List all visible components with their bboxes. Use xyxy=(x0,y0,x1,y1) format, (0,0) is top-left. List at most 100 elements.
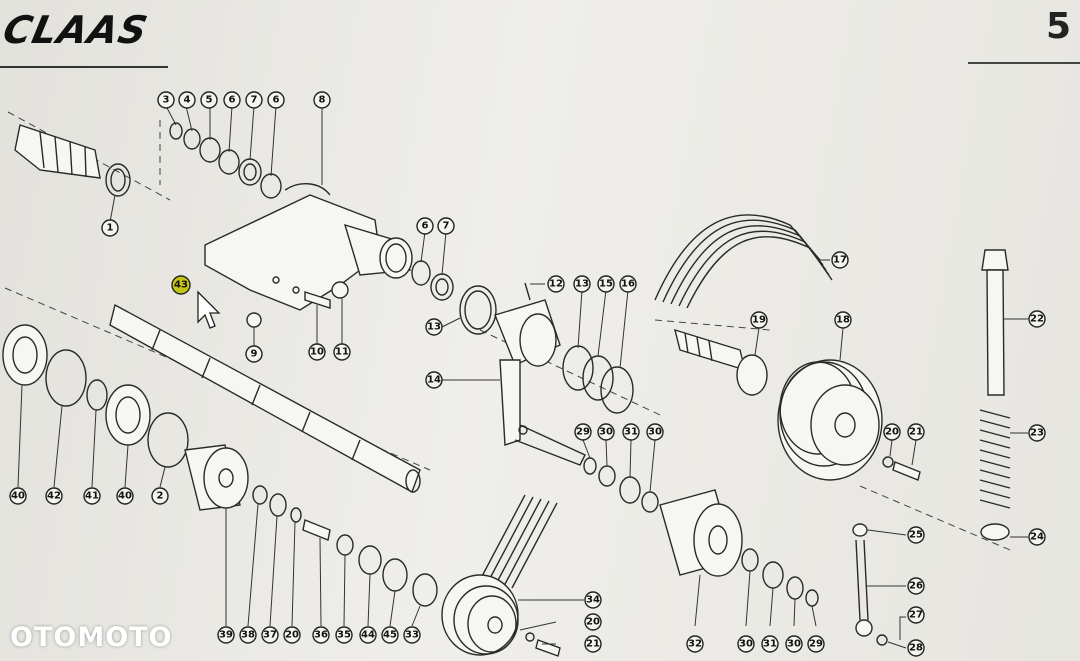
ring xyxy=(336,534,354,556)
bolt xyxy=(892,461,921,481)
tensioner-arm xyxy=(494,299,586,466)
svg-text:9: 9 xyxy=(251,349,258,360)
callout: 3 xyxy=(157,91,175,109)
ring xyxy=(269,493,287,517)
svg-text:4: 4 xyxy=(184,95,191,106)
callout: 30 xyxy=(646,423,664,441)
svg-text:40: 40 xyxy=(11,491,25,502)
svg-text:45: 45 xyxy=(383,630,397,641)
gear-housing xyxy=(204,183,413,311)
callout: 34 xyxy=(584,591,602,609)
bearing xyxy=(762,561,784,589)
bearing xyxy=(619,476,641,504)
bolt-head xyxy=(855,619,873,637)
v-belt-lower xyxy=(479,494,558,589)
ring xyxy=(411,260,431,286)
svg-text:31: 31 xyxy=(624,427,638,438)
svg-text:18: 18 xyxy=(836,315,850,326)
assembly-axis xyxy=(7,111,171,201)
callout: 18 xyxy=(834,311,852,329)
assembly-axis xyxy=(479,329,661,416)
svg-text:26: 26 xyxy=(909,581,923,592)
long-bolt xyxy=(855,539,869,621)
callout: 20 xyxy=(283,626,301,644)
callout: 25 xyxy=(907,526,925,544)
svg-text:34: 34 xyxy=(586,595,600,606)
svg-text:1: 1 xyxy=(107,223,114,234)
pulley-large xyxy=(777,359,883,481)
callout: 31 xyxy=(761,635,779,653)
svg-text:40: 40 xyxy=(118,491,132,502)
svg-text:2: 2 xyxy=(157,491,164,502)
callout: 20 xyxy=(883,423,901,441)
svg-text:31: 31 xyxy=(763,639,777,650)
washer xyxy=(882,456,894,468)
callout: 2 xyxy=(151,487,169,505)
callout: 30 xyxy=(737,635,755,653)
callout: 33 xyxy=(403,626,421,644)
callout: 28 xyxy=(907,639,925,657)
callout-highlighted: 43 xyxy=(171,275,191,295)
svg-text:30: 30 xyxy=(739,639,753,650)
callout: 5 xyxy=(200,91,218,109)
callout: 13 xyxy=(573,275,591,293)
callout: 39 xyxy=(217,626,235,644)
callout: 4 xyxy=(178,91,196,109)
callout: 19 xyxy=(750,311,768,329)
callout: 1 xyxy=(101,219,119,237)
ring xyxy=(582,355,614,401)
svg-text:7: 7 xyxy=(251,95,258,106)
callout: 27 xyxy=(907,606,925,624)
ring-2 xyxy=(147,412,189,468)
washer xyxy=(876,634,888,646)
watermark: OTOMOTO xyxy=(10,622,173,653)
callout: 15 xyxy=(597,275,615,293)
svg-text:21: 21 xyxy=(909,427,923,438)
svg-text:42: 42 xyxy=(47,491,61,502)
callout: 20 xyxy=(584,613,602,631)
svg-text:30: 30 xyxy=(648,427,662,438)
svg-text:19: 19 xyxy=(752,315,766,326)
v-belt xyxy=(654,214,833,309)
ring xyxy=(252,485,268,505)
svg-text:39: 39 xyxy=(219,630,233,641)
hub-39 xyxy=(184,444,249,511)
callout: 45 xyxy=(381,626,399,644)
pulley-shaft xyxy=(674,328,768,396)
pulley-lower xyxy=(441,574,519,656)
svg-text:22: 22 xyxy=(1030,314,1044,325)
ring xyxy=(741,548,759,572)
svg-text:6: 6 xyxy=(273,95,280,106)
callout: 12 xyxy=(547,275,565,293)
callout: 7 xyxy=(437,217,455,235)
grease-nipple xyxy=(524,282,531,301)
ring-large xyxy=(459,285,497,335)
spring-bolt-assembly xyxy=(979,249,1011,541)
svg-text:21: 21 xyxy=(586,639,600,650)
ring-large-inner xyxy=(464,290,492,330)
bearing-left-inner xyxy=(12,336,38,374)
assembly-axis xyxy=(654,319,771,331)
callout: 26 xyxy=(907,577,925,595)
ring xyxy=(805,589,819,607)
svg-text:3: 3 xyxy=(163,95,170,106)
svg-text:35: 35 xyxy=(337,630,351,641)
washer xyxy=(583,457,597,475)
callout: 30 xyxy=(785,635,803,653)
svg-text:36: 36 xyxy=(314,630,328,641)
callout: 8 xyxy=(313,91,331,109)
callout: 10 xyxy=(308,343,326,361)
callout: 38 xyxy=(239,626,257,644)
callout: 23 xyxy=(1028,424,1046,442)
svg-text:28: 28 xyxy=(909,643,923,654)
bearing xyxy=(382,558,408,592)
leader-lines xyxy=(17,105,1028,649)
svg-text:5: 5 xyxy=(206,95,213,106)
callout: 22 xyxy=(1028,310,1046,328)
ring-small xyxy=(86,379,108,411)
svg-text:23: 23 xyxy=(1030,428,1044,439)
bolt xyxy=(302,519,331,541)
svg-text:30: 30 xyxy=(787,639,801,650)
